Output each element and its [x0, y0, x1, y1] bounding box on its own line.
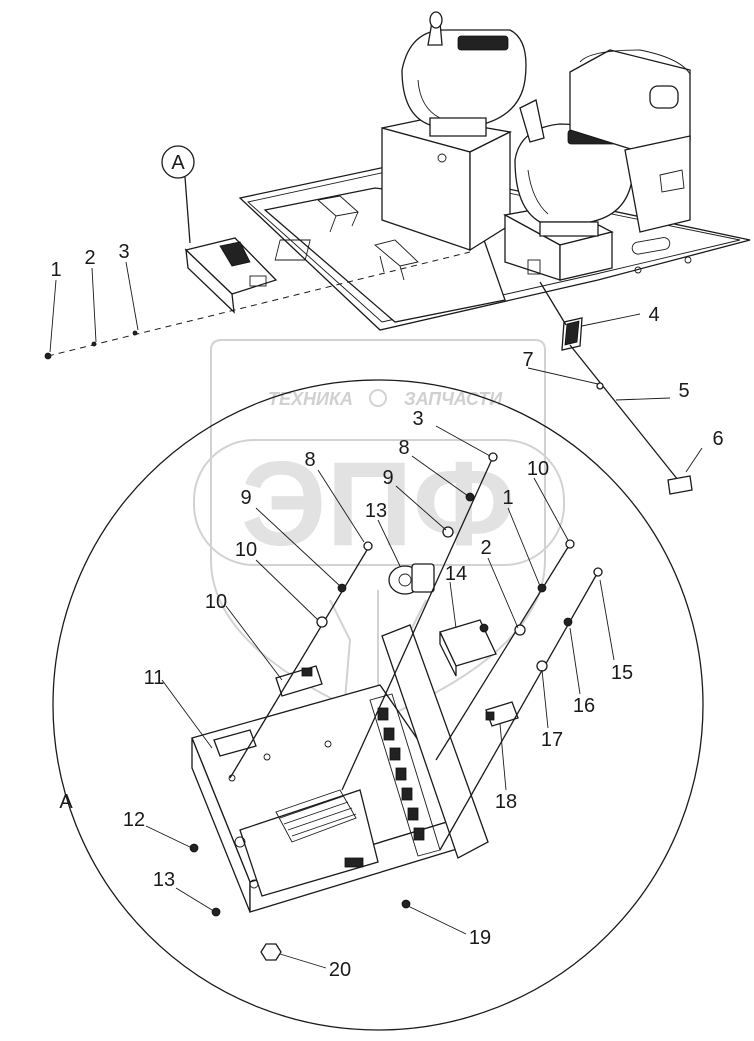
part-11-relay	[275, 665, 323, 697]
callout-8-left: 8	[304, 449, 315, 471]
callout-2-top: 2	[84, 247, 95, 269]
callout-6: 6	[712, 428, 723, 450]
bracket-plate	[381, 624, 489, 859]
callout-17: 16	[573, 695, 595, 717]
callout-leaders	[49, 261, 703, 969]
callout-1-top: 1	[50, 259, 61, 281]
callout-16: 15	[611, 662, 633, 684]
fastener-chains	[189, 452, 603, 961]
callout-8-right: 3	[412, 408, 423, 430]
detail-marker-circle	[161, 145, 195, 179]
watermark: ТЕХНИКА ЗАПЧАСТИ ЭПФ	[193, 339, 565, 722]
part-12-mount-plate	[191, 684, 472, 913]
callout-4: 4	[648, 304, 659, 326]
callout-11: 10	[205, 591, 227, 613]
callout-13-lower: 13	[153, 869, 175, 891]
callout-19: 18	[495, 791, 517, 813]
watermark-brand: ЭПФ	[241, 437, 515, 571]
callout-3-top: 3	[118, 241, 129, 263]
watermark-left-text: ТЕХНИКА	[268, 389, 353, 409]
callout-labels: 1 2 3 4 5 6 7 3 8 9 10 1 2 8 9 10 10 11 …	[50, 241, 723, 981]
callout-3-detail: 2	[480, 537, 491, 559]
console-assembly	[238, 11, 751, 331]
callout-14: 13	[365, 500, 387, 522]
detail-view-label: A	[59, 791, 73, 813]
callout-15: 14	[445, 563, 467, 585]
callout-20: 19	[469, 927, 491, 949]
callout-5: 5	[678, 380, 689, 402]
callout-9-right: 8	[398, 437, 409, 459]
watermark-right-text: ЗАПЧАСТИ	[404, 389, 503, 409]
module-a	[184, 237, 278, 314]
callout-12: 11	[144, 667, 165, 689]
gear-icon	[369, 389, 387, 407]
callout-21: 20	[329, 959, 351, 981]
callout-10-right: 9	[382, 467, 393, 489]
callout-13-upper: 12	[123, 809, 145, 831]
callout-18: 17	[541, 729, 563, 751]
callout-9-left: 9	[240, 487, 251, 509]
part-19-relay	[485, 701, 519, 727]
callout-2-detail: 1	[502, 487, 513, 509]
detail-view-circle	[52, 379, 704, 1031]
part-14-switch	[388, 563, 435, 595]
callout-7: 7	[522, 349, 533, 371]
part-6-block	[667, 475, 693, 495]
detail-marker-label: A	[171, 152, 185, 174]
callout-10-left: 10	[235, 539, 257, 561]
callout-1-detail: 10	[527, 458, 549, 480]
part-4-switch	[561, 317, 583, 351]
part-15-relay	[439, 619, 497, 677]
